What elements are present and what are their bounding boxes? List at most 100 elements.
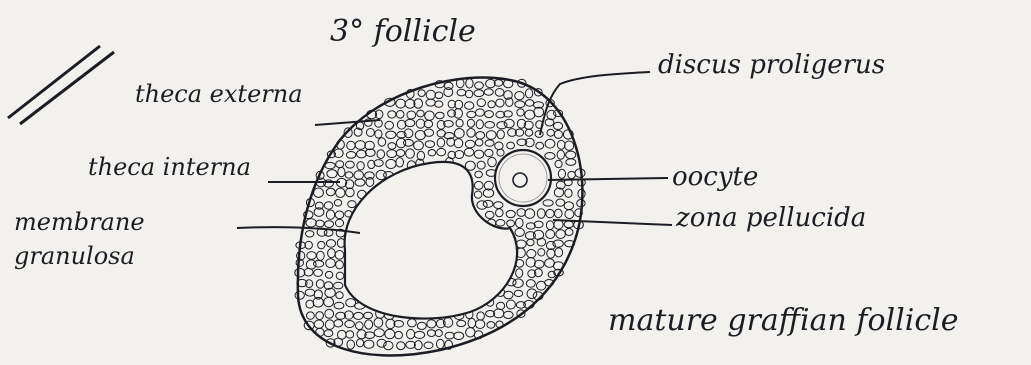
granulosa-cell	[526, 258, 535, 268]
granulosa-cell	[336, 188, 345, 197]
granulosa-cell	[454, 139, 463, 148]
granulosa-cell	[314, 320, 323, 328]
granulosa-cell	[474, 150, 483, 158]
granulosa-cell	[497, 122, 507, 129]
granulosa-cell	[356, 339, 363, 347]
granulosa-cell	[306, 231, 314, 237]
granulosa-cell	[484, 89, 493, 96]
granulosa-cell	[476, 109, 485, 116]
granulosa-cell	[435, 92, 443, 99]
granulosa-cell	[536, 142, 544, 149]
granulosa-cell	[374, 329, 384, 337]
granulosa-cell	[525, 209, 535, 219]
granulosa-cell	[496, 321, 503, 328]
granulosa-cell	[477, 161, 485, 169]
granulosa-cell	[335, 251, 344, 260]
granulosa-cell	[328, 249, 336, 258]
granulosa-cell	[554, 130, 562, 138]
granulosa-cell	[537, 209, 545, 219]
granulosa-cell	[475, 320, 484, 329]
granulosa-cell	[346, 161, 355, 168]
leader-discus-proligerus	[540, 72, 650, 135]
granulosa-cell	[437, 148, 446, 155]
leader-membrane-granulosa	[237, 227, 360, 233]
granulosa-cell	[355, 179, 365, 186]
granulosa-cell	[324, 180, 334, 187]
granulosa-cell	[474, 191, 482, 198]
granulosa-cell	[485, 211, 494, 218]
granulosa-cell	[306, 300, 314, 308]
granulosa-cell	[467, 129, 475, 138]
label-theca-interna: theca interna	[88, 153, 251, 181]
granulosa-cell	[527, 289, 537, 299]
granulosa-cell	[427, 320, 436, 328]
granulosa-cell	[417, 110, 424, 117]
granulosa-cell	[364, 340, 374, 348]
label-membrana-granulosa-2: granulosa	[14, 242, 135, 270]
granulosa-cell	[553, 240, 563, 247]
granulosa-cell	[325, 271, 332, 278]
granulosa-cell	[435, 330, 442, 337]
granulosa-cell	[324, 202, 333, 210]
granulosa-cell	[486, 131, 496, 140]
granulosa-cell	[336, 272, 344, 279]
granulosa-cell	[515, 228, 524, 236]
label-membrana-granulosa-1: membrane	[14, 208, 145, 236]
granulosa-cell	[346, 152, 355, 159]
granulosa-cell	[564, 221, 573, 228]
granulosa-cell	[407, 329, 415, 338]
granulosa-cell	[336, 292, 343, 299]
granulosa-cell	[388, 111, 396, 118]
granulosa-cell	[437, 138, 445, 147]
granulosa-cell	[495, 89, 504, 97]
granulosa-cell	[565, 229, 573, 236]
granulosa-cell	[517, 209, 525, 217]
granulosa-cell	[305, 241, 312, 249]
granulosa-cell	[456, 79, 464, 88]
granulosa-cell	[396, 138, 405, 147]
granulosa-cell	[314, 269, 323, 276]
granulosa-cell	[476, 132, 485, 139]
granulosa-cell	[546, 209, 554, 217]
granulosa-cell	[556, 230, 566, 239]
granulosa-cell	[566, 151, 576, 159]
granulosa-cell	[485, 122, 495, 129]
label-oocyte: oocyte	[672, 162, 758, 192]
granulosa-cell	[527, 250, 536, 258]
granulosa-cell	[424, 342, 433, 349]
granulosa-cell	[496, 209, 504, 217]
granulosa-cell	[465, 140, 475, 148]
granulosa-cell	[485, 140, 494, 146]
oocyte-nucleus	[513, 173, 527, 187]
granulosa-cell	[507, 142, 515, 149]
granulosa-cell	[334, 302, 344, 309]
granulosa-cell	[325, 309, 334, 318]
granulosa-cell	[474, 90, 484, 97]
granulosa-cell	[475, 171, 483, 178]
granulosa-cell	[537, 238, 545, 246]
granulosa-cell	[307, 252, 316, 260]
granulosa-cell	[374, 160, 383, 167]
granulosa-cell	[378, 138, 386, 146]
granulosa-cell	[325, 221, 334, 228]
granulosa-cell	[405, 119, 415, 126]
granulosa-cell	[354, 171, 364, 180]
granulosa-cell	[496, 220, 505, 227]
granulosa-cell	[497, 130, 504, 139]
granulosa-cell	[397, 120, 405, 129]
granulosa-cell	[483, 200, 493, 207]
granulosa-cell	[356, 322, 364, 330]
granulosa-cell	[395, 331, 403, 338]
granulosa-cell	[396, 99, 406, 108]
granulosa-cell	[467, 111, 476, 118]
granulosa-cell	[426, 99, 435, 106]
granulosa-cell	[475, 139, 483, 146]
granulosa-cell	[425, 111, 435, 120]
granulosa-cell	[556, 199, 565, 206]
granulosa-cell	[427, 330, 435, 337]
granulosa-cell	[566, 159, 576, 166]
corner-slash	[20, 52, 114, 124]
granulosa-cell	[465, 90, 472, 98]
granulosa-cell	[326, 188, 335, 196]
granulosa-cell	[516, 218, 524, 227]
